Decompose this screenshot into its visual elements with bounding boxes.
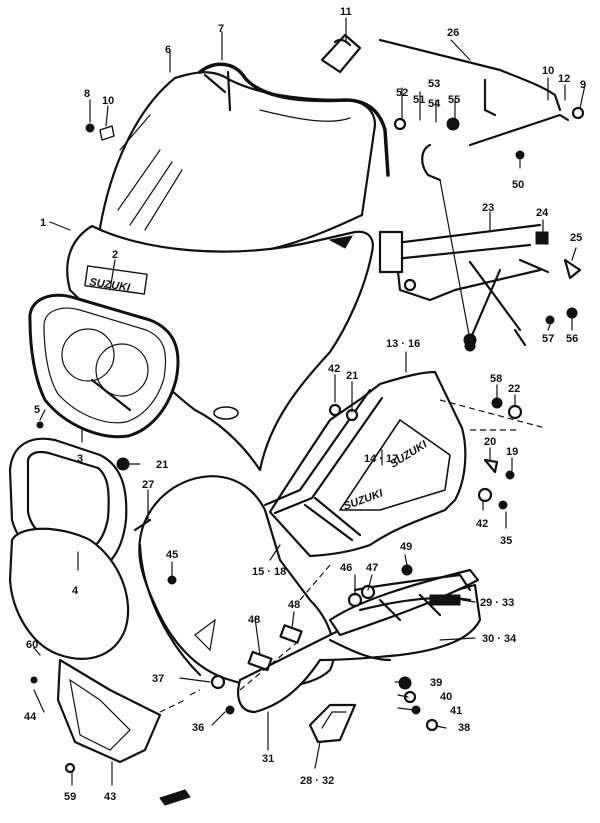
callout-51: 51 — [413, 94, 425, 106]
callout-28-32: 28 · 32 — [300, 775, 334, 787]
callout-7: 7 — [218, 23, 224, 35]
callout-48a: 48 — [248, 614, 260, 626]
callout-59: 59 — [64, 791, 76, 803]
callout-6: 6 — [165, 44, 171, 56]
callout-27: 27 — [142, 479, 154, 491]
callout-31: 31 — [262, 753, 274, 765]
left-bracket — [56, 658, 162, 764]
cable — [421, 143, 471, 341]
headlight-rim — [28, 293, 180, 439]
callout-13-16: 13 · 16 — [386, 338, 420, 350]
callout-40: 40 — [440, 691, 452, 703]
callout-26: 26 — [447, 27, 459, 39]
callout-1: 1 — [40, 217, 46, 229]
callout-10b: 10 — [542, 65, 554, 77]
callout-21b: 21 — [156, 459, 168, 471]
callout-3: 3 — [77, 453, 83, 465]
callout-36: 36 — [192, 722, 204, 734]
badge — [308, 703, 357, 744]
callout-14-17: 14 · 17 — [364, 453, 398, 465]
callout-37: 37 — [152, 673, 164, 685]
callout-46: 46 — [340, 562, 352, 574]
callout-21a: 21 — [346, 370, 358, 382]
callout-12: 12 — [558, 73, 570, 85]
callout-24: 24 — [536, 207, 549, 219]
fairing-stay — [378, 223, 550, 347]
callout-48b: 48 — [288, 599, 300, 611]
callout-15-18: 15 · 18 — [252, 566, 286, 578]
callout-58: 58 — [490, 373, 502, 385]
callout-11: 11 — [340, 6, 352, 18]
callout-38a: 38 — [458, 722, 470, 734]
callout-49: 49 — [400, 541, 412, 553]
fairing-logo: SUZUKI — [89, 276, 132, 294]
callout-23: 23 — [482, 202, 494, 214]
callout-56: 56 — [566, 333, 578, 345]
callout-45: 45 — [166, 549, 178, 561]
callout-10a: 10 — [102, 95, 114, 107]
callout-22: 22 — [508, 383, 520, 395]
callout-35: 35 — [500, 535, 512, 547]
leader-lines — [33, 17, 586, 786]
callout-55: 55 — [448, 94, 460, 106]
callout-4: 4 — [72, 585, 79, 597]
callout-57: 57 — [542, 333, 554, 345]
side-cowling: SUZUKI SUZUKI — [268, 370, 467, 558]
callout-50: 50 — [512, 179, 524, 191]
callout-43: 43 — [104, 791, 116, 803]
callout-47: 47 — [366, 562, 378, 574]
callout-20: 20 — [484, 436, 496, 448]
callout-8: 8 — [84, 88, 90, 100]
callout-60: 60 — [26, 639, 38, 651]
callout-30-34: 30 · 34 — [482, 633, 517, 645]
under-cowl — [237, 568, 482, 714]
callout-29-33: 29 · 33 — [480, 597, 514, 609]
callout-44: 44 — [24, 711, 37, 723]
callout-25: 25 — [570, 232, 582, 244]
callout-5: 5 — [34, 404, 40, 416]
callout-19: 19 — [506, 446, 518, 458]
callout-2: 2 — [112, 249, 118, 261]
callout-52: 52 — [396, 87, 408, 99]
callout-54: 54 — [428, 98, 441, 110]
windscreen-trim — [198, 62, 390, 177]
callout-41: 41 — [450, 705, 462, 717]
side-trim — [263, 388, 384, 542]
callout-42a: 42 — [328, 363, 340, 375]
lower-headlight — [8, 437, 130, 660]
mirror-brace — [320, 33, 570, 147]
callout-42b: 42 — [476, 518, 488, 530]
callout-39: 39 — [430, 677, 442, 689]
callout-53: 53 — [428, 78, 440, 90]
callout-9: 9 — [580, 79, 586, 91]
callout-labels: 1 2 3 4 5 6 7 8 10 11 26 10 12 9 52 51 5… — [24, 6, 586, 803]
